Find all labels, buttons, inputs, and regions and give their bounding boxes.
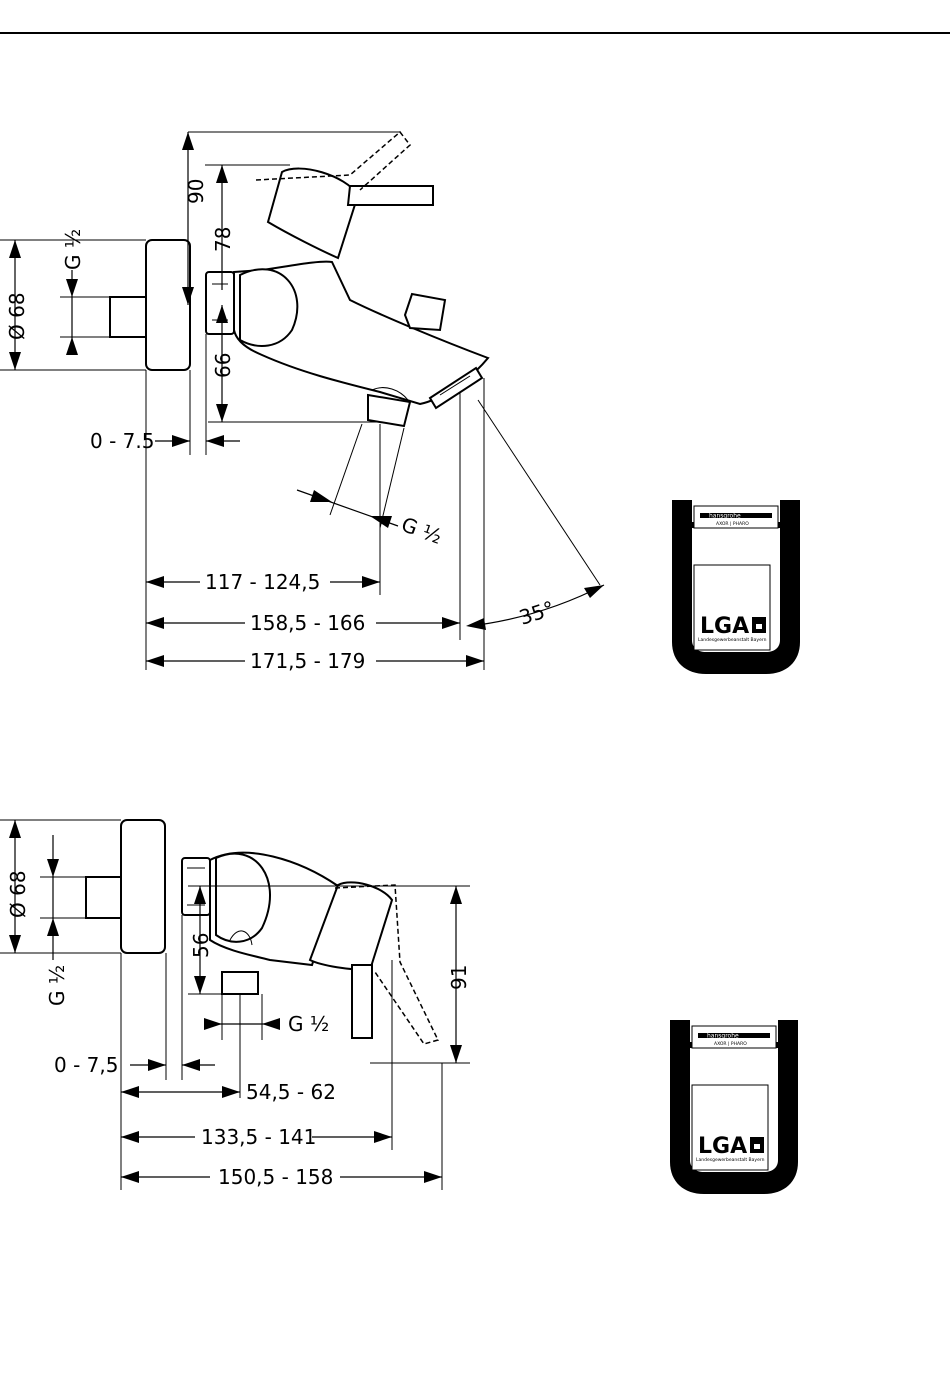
cartridge-dome — [240, 269, 297, 346]
lga-certificate-badge-top: hansgrohe AXOR | PHARO LGA Landesgewerbe… — [672, 500, 800, 674]
wall-rosette — [121, 820, 165, 953]
dim-w3-label: 150,5 - 158 — [218, 1165, 333, 1189]
diverter-knob — [405, 294, 445, 330]
dim-w2-label: 158,5 - 166 — [250, 611, 365, 635]
badge-brand: hansgrohe — [709, 513, 741, 520]
dim-g-half-left-label: G ½ — [45, 965, 69, 1006]
dim-offset-label: 0 - 7.5 — [90, 429, 154, 453]
dim-91-label: 91 — [447, 965, 471, 990]
bath-mixer-drawing: 90 78 66 Ø 68 G ½ 0 - 7.5 — [0, 132, 604, 673]
handle-body — [268, 169, 358, 258]
badge-mark: LGA — [698, 1134, 747, 1159]
badge-brand: hansgrohe — [707, 1033, 739, 1040]
badge-sub: AXOR | PHARO — [716, 521, 749, 527]
dim-56-label: 56 — [189, 933, 213, 958]
inlet-pipe — [110, 297, 146, 337]
dim-g-half-outlet-label: G ½ — [288, 1012, 329, 1036]
connection-nut — [206, 272, 234, 334]
badge-authority: Landesgewerbeanstalt Bayern — [696, 1157, 765, 1163]
lever-arm — [352, 965, 372, 1038]
dim-w3-label: 171,5 - 179 — [250, 649, 365, 673]
dim-g-half-outlet-label: G ½ — [398, 512, 445, 549]
dim-angle-label: 35° — [516, 596, 557, 630]
dim-offset-label: 0 - 7,5 — [54, 1053, 118, 1077]
dim-w1-label: 54,5 - 62 — [246, 1080, 336, 1104]
shower-mixer-drawing: Ø 68 G ½ 56 91 G ½ — [0, 820, 471, 1190]
dim-66-label: 66 — [211, 353, 235, 378]
outlet-nut — [222, 972, 258, 994]
badge-sub: AXOR | PHARO — [714, 1041, 747, 1047]
badge-mark: LGA — [700, 614, 749, 639]
dim-78-label: 78 — [211, 227, 235, 252]
dim-w1-label: 117 - 124,5 — [205, 570, 320, 594]
inlet-pipe — [86, 877, 121, 918]
badge-authority: Landesgewerbeanstalt Bayern — [698, 637, 767, 643]
dim-g-half-left-label: G ½ — [61, 229, 85, 270]
dim-dia68-label: Ø 68 — [5, 292, 29, 340]
dim-w2-label: 133,5 - 141 — [201, 1125, 316, 1149]
lga-certificate-badge-bottom: hansgrohe AXOR | PHARO LGA Landesgewerbe… — [670, 1020, 798, 1194]
dim-90-label: 90 — [184, 179, 208, 204]
wall-rosette — [146, 240, 190, 370]
dim-dia68-label: Ø 68 — [6, 870, 30, 918]
cartridge-dome — [216, 854, 270, 942]
